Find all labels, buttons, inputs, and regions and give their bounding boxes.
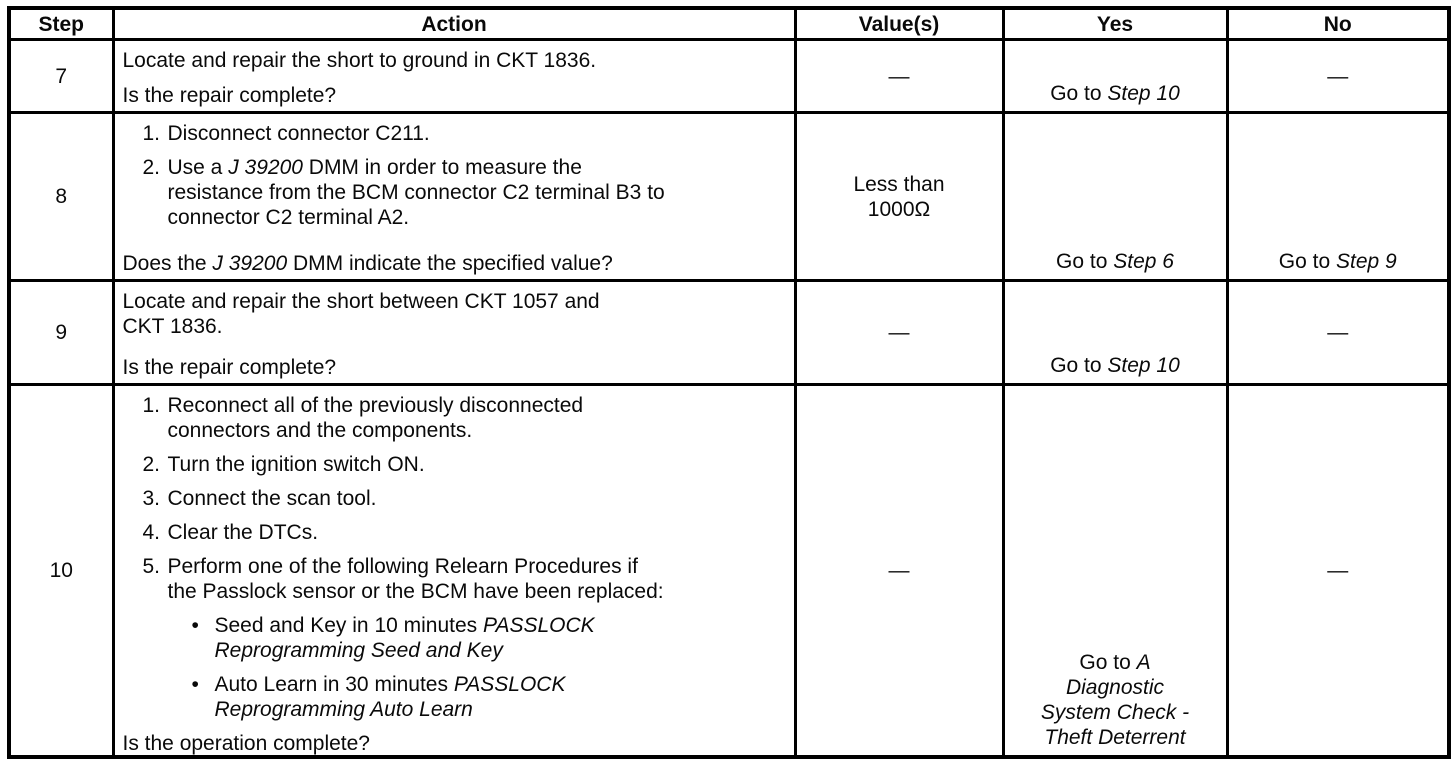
col-header-yes: Yes bbox=[1001, 6, 1229, 41]
step-cell: 8 bbox=[7, 111, 115, 282]
goto-text: Go to Step 9 bbox=[1278, 250, 1397, 273]
dash-placeholder: — bbox=[1327, 559, 1349, 582]
value-text: Less than 1000Ω bbox=[853, 172, 945, 221]
item-number: 5. bbox=[142, 555, 161, 578]
numbered-item: 4. Clear the DTCs. bbox=[143, 520, 786, 545]
numbered-item: 1. Disconnect connector C211. bbox=[143, 121, 786, 146]
action-question: Does the J 39200 DMM indicate the specif… bbox=[122, 252, 613, 275]
no-cell: Go to Step 9 bbox=[1225, 111, 1451, 282]
yes-cell: Go to Step 10 bbox=[1001, 279, 1229, 386]
bullet-text: Seed and Key in 10 minutes PASSLOCK Repr… bbox=[214, 614, 595, 662]
action-question: Is the repair complete? bbox=[122, 356, 337, 379]
item-number: 4. bbox=[142, 521, 161, 544]
action-cell: 1. Disconnect connector C211. 2. Use a J… bbox=[111, 111, 797, 282]
dash-placeholder: — bbox=[888, 559, 910, 582]
item-text: Use a J 39200 DMM in order to measure th… bbox=[167, 156, 665, 229]
action-cell: Locate and repair the short to ground in… bbox=[111, 38, 797, 114]
table-row-step-9: 9 Locate and repair the short between CK… bbox=[7, 279, 1451, 386]
dash-placeholder: — bbox=[1327, 321, 1349, 344]
bullet-item: • Seed and Key in 10 minutes PASSLOCK Re… bbox=[192, 613, 786, 663]
item-text: Connect the scan tool. bbox=[167, 487, 377, 510]
step-cell: 9 bbox=[7, 279, 115, 386]
action-question: Is the operation complete? bbox=[122, 732, 371, 755]
dash-placeholder: — bbox=[888, 64, 910, 88]
bullet-icon: • bbox=[191, 673, 199, 696]
item-number: 3. bbox=[142, 487, 161, 510]
value-cell: — bbox=[793, 279, 1005, 386]
item-number: 1. bbox=[142, 394, 161, 417]
action-line: Locate and repair the short to ground in… bbox=[122, 49, 597, 72]
dash-placeholder: — bbox=[888, 321, 910, 344]
value-cell: — bbox=[793, 38, 1005, 114]
numbered-item: 1. Reconnect all of the previously disco… bbox=[143, 393, 786, 443]
diagnostic-step-table: Step Action Value(s) Yes No 7 Locate and… bbox=[7, 6, 1451, 759]
yes-cell: Go to Step 10 bbox=[1001, 38, 1229, 114]
item-number: 1. bbox=[142, 122, 161, 145]
col-header-action: Action bbox=[111, 6, 797, 41]
yes-cell: Go to A Diagnostic System Check - Theft … bbox=[1001, 383, 1229, 759]
table-row-step-8: 8 1. Disconnect connector C211. 2. Use a… bbox=[7, 111, 1451, 282]
numbered-item: 2. Turn the ignition switch ON. bbox=[143, 452, 786, 477]
numbered-item: 3. Connect the scan tool. bbox=[143, 486, 786, 511]
table-row-step-10: 10 1. Reconnect all of the previously di… bbox=[7, 383, 1451, 759]
goto-text: Go to Step 6 bbox=[1056, 250, 1174, 273]
bullet-icon: • bbox=[191, 614, 199, 637]
numbered-item: 5. Perform one of the following Relearn … bbox=[143, 554, 786, 604]
action-cell: 1. Reconnect all of the previously disco… bbox=[111, 383, 797, 759]
yes-cell: Go to Step 6 bbox=[1001, 111, 1229, 282]
item-text: Turn the ignition switch ON. bbox=[167, 453, 425, 476]
value-cell: — bbox=[793, 383, 1005, 759]
item-text: Perform one of the following Relearn Pro… bbox=[167, 555, 664, 603]
numbered-item: 2. Use a J 39200 DMM in order to measure… bbox=[143, 155, 786, 230]
no-cell: — bbox=[1225, 279, 1451, 386]
action-line: CKT 1836. bbox=[122, 315, 223, 338]
no-cell: — bbox=[1225, 383, 1451, 759]
col-header-step: Step bbox=[7, 6, 115, 41]
bullet-item: • Auto Learn in 30 minutes PASSLOCK Repr… bbox=[192, 672, 786, 722]
header-row: Step Action Value(s) Yes No bbox=[7, 6, 1451, 41]
item-text: Reconnect all of the previously disconne… bbox=[167, 394, 584, 442]
goto-text: Go to Step 10 bbox=[1050, 354, 1180, 377]
goto-text: Go to A Diagnostic System Check - Theft … bbox=[1040, 651, 1190, 749]
col-header-no: No bbox=[1225, 6, 1451, 41]
step-cell: 7 bbox=[7, 38, 115, 114]
action-question: Is the repair complete? bbox=[122, 84, 337, 107]
col-header-values: Value(s) bbox=[793, 6, 1005, 41]
no-cell: — bbox=[1225, 38, 1451, 114]
item-text: Clear the DTCs. bbox=[167, 521, 319, 544]
action-line: Locate and repair the short between CKT … bbox=[122, 290, 600, 313]
item-number: 2. bbox=[142, 453, 161, 476]
action-cell: Locate and repair the short between CKT … bbox=[111, 279, 797, 386]
item-number: 2. bbox=[142, 156, 161, 179]
table-row-step-7: 7 Locate and repair the short to ground … bbox=[7, 38, 1451, 114]
item-text: Disconnect connector C211. bbox=[167, 122, 430, 145]
dash-placeholder: — bbox=[1327, 64, 1349, 88]
step-cell: 10 bbox=[7, 383, 115, 759]
value-cell: Less than 1000Ω bbox=[793, 111, 1005, 282]
bullet-text: Auto Learn in 30 minutes PASSLOCK Reprog… bbox=[214, 673, 566, 721]
goto-text: Go to Step 10 bbox=[1050, 82, 1180, 105]
